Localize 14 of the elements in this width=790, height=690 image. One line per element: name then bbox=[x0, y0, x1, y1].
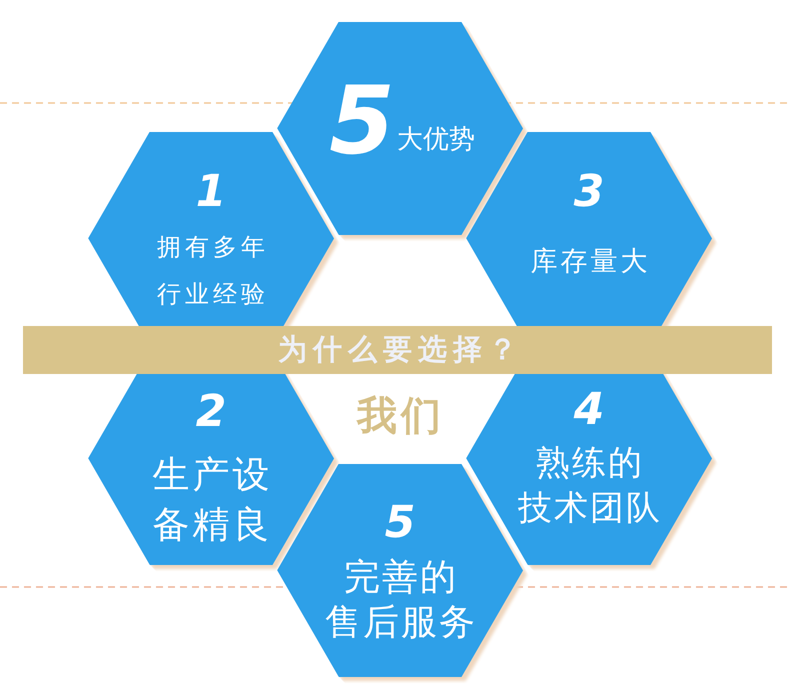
feature-text: 生产设备精良 bbox=[152, 452, 272, 548]
step-number: 2 bbox=[196, 390, 226, 434]
feature-text: 拥有多年行业经验 bbox=[156, 232, 269, 310]
step-number: 1 bbox=[196, 170, 226, 214]
step-number: 5 bbox=[384, 501, 416, 545]
step-number: 4 bbox=[574, 388, 604, 432]
emphasis-text: 我们 bbox=[356, 394, 445, 438]
title-text: 大优势 bbox=[397, 126, 475, 154]
step-number: 3 bbox=[574, 170, 604, 214]
feature-text: 熟练的技术团队 bbox=[517, 442, 662, 530]
feature-text: 完善的售后服务 bbox=[324, 556, 477, 645]
feature-text: 库存量大 bbox=[530, 245, 650, 279]
title-banner: 为什么要选择？ bbox=[23, 326, 772, 374]
big-number: 5 bbox=[329, 75, 395, 169]
